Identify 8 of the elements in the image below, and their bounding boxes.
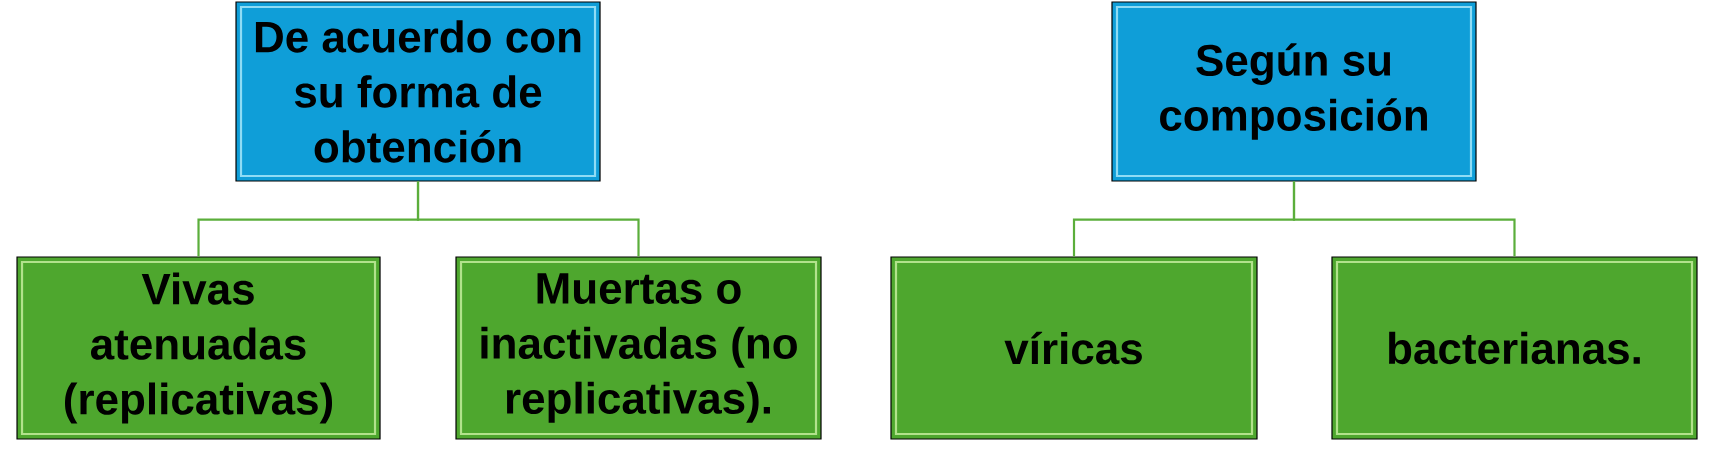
connector-line bbox=[416, 181, 640, 257]
type-box: víricas bbox=[890, 256, 1258, 440]
type-box: bacterianas. bbox=[1331, 256, 1698, 440]
category-box: De acuerdo con su forma de obtención bbox=[235, 1, 601, 182]
category-box: Según su composición bbox=[1111, 1, 1477, 182]
connector-line bbox=[1292, 181, 1516, 257]
type-box: Muertas o inactivadas (no replicativas). bbox=[455, 256, 822, 440]
type-box: Vivas atenuadas (replicativas) bbox=[16, 256, 381, 440]
